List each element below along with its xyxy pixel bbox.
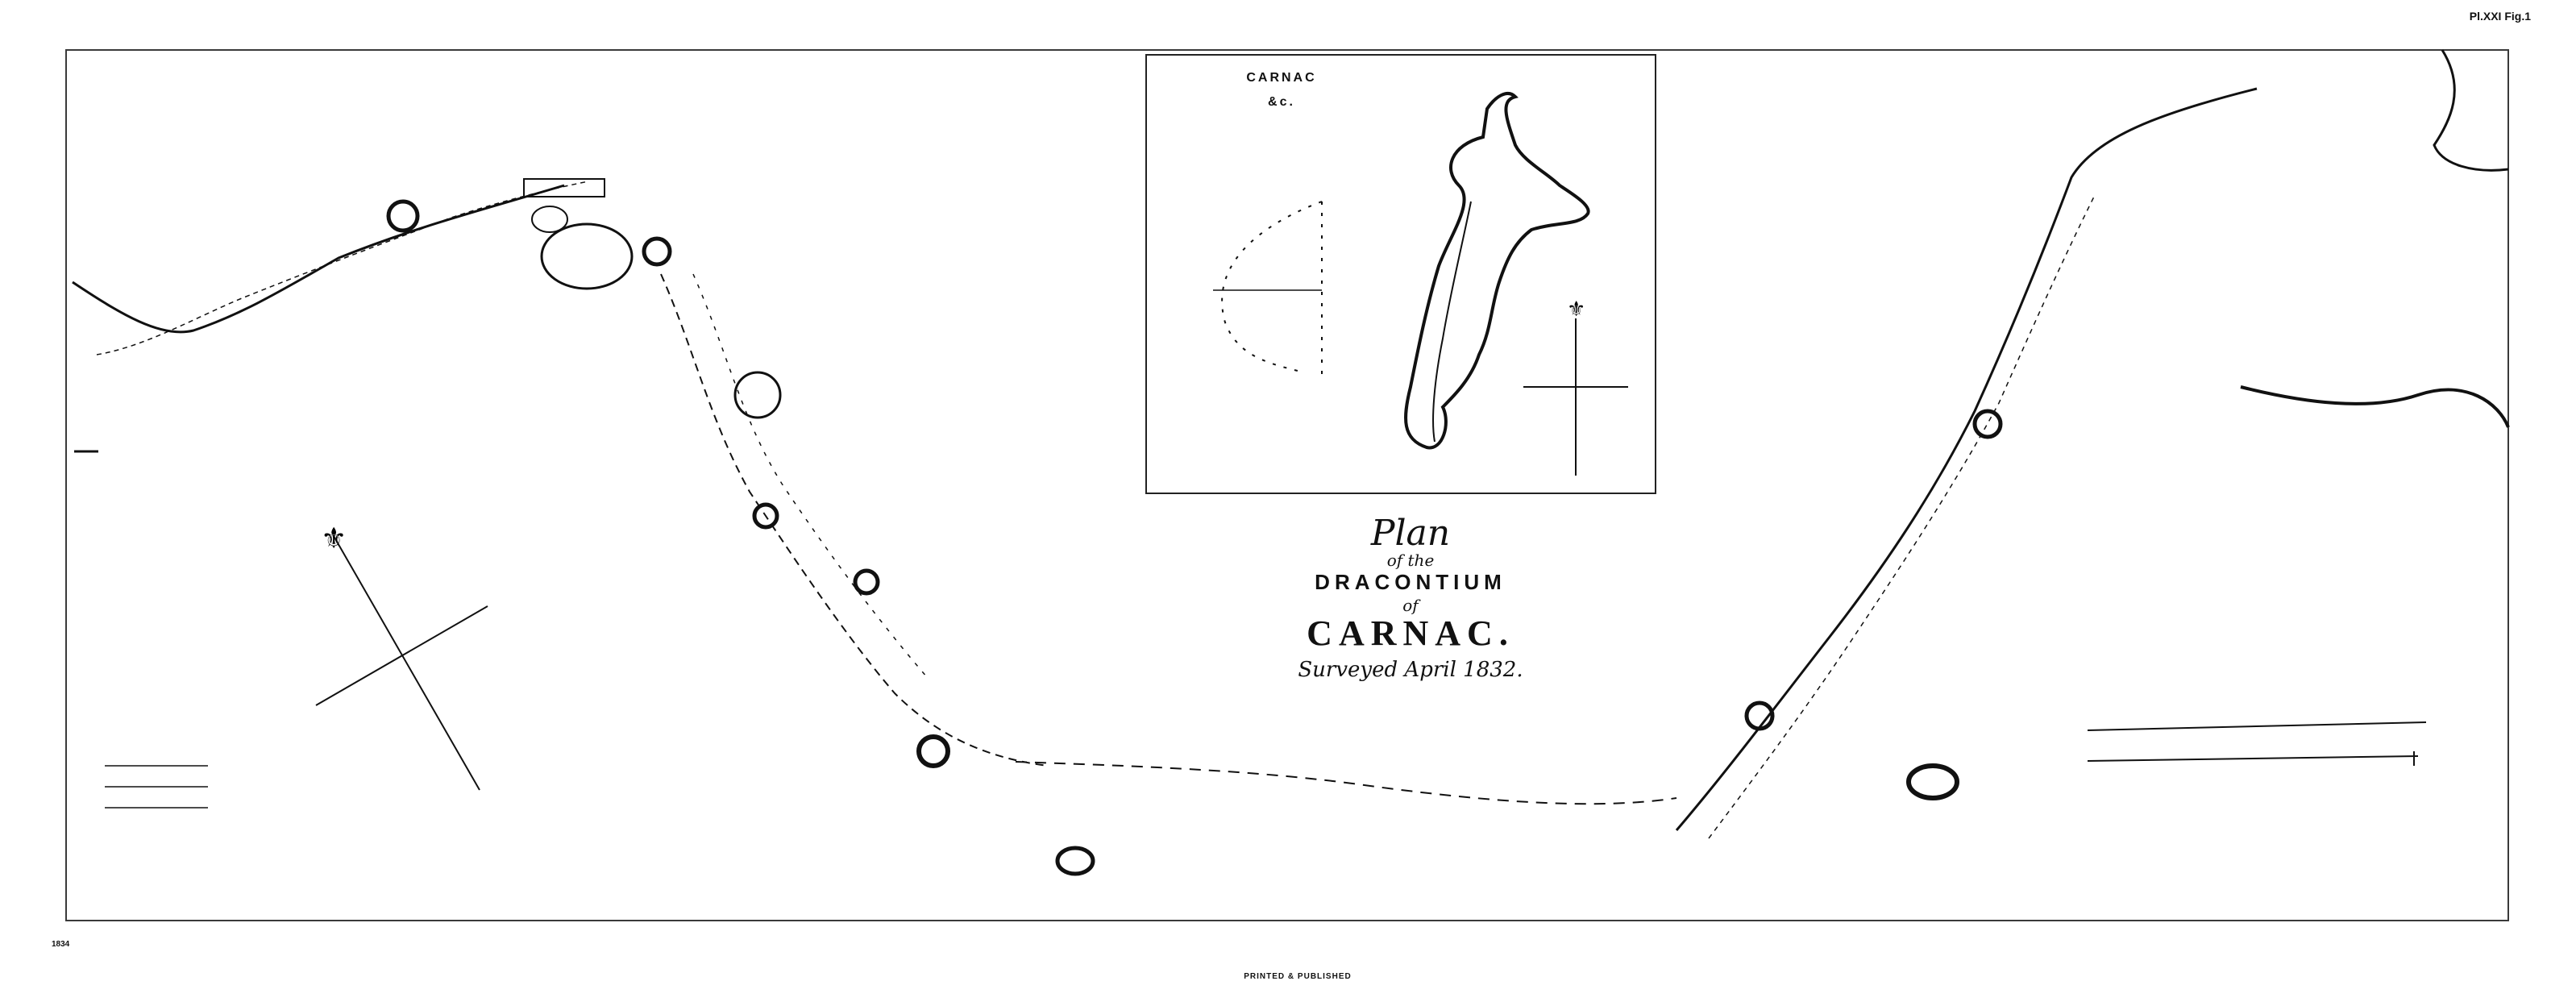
coastline-top-right <box>2433 49 2509 172</box>
tumulus-6 <box>1055 846 1095 876</box>
title-carnac: CARNAC. <box>1307 613 1514 653</box>
inset-title-line1: CARNAC <box>1246 71 1317 85</box>
inset-title-line2: &c. <box>1268 95 1295 110</box>
inset-title: CARNAC &c. <box>1185 66 1378 115</box>
coastline-right <box>2240 385 2510 428</box>
inset-coast-inner <box>1432 201 1472 443</box>
title-plan: Plan <box>1370 513 1451 554</box>
inset-dotted-arc <box>1221 201 1323 379</box>
avenue-left-north-row2 <box>96 181 589 355</box>
title-dracontium: DRACONTIUM <box>1315 570 1506 594</box>
avenue-end-enclosure <box>523 178 605 197</box>
cromlech-circle <box>733 371 782 419</box>
title-of-the: of the <box>1386 551 1435 570</box>
tumulus-5 <box>916 734 950 768</box>
title-of: of <box>1402 595 1419 615</box>
plate-number: Pl.XXI Fig.1 <box>2469 10 2531 23</box>
map-frame <box>65 49 2509 921</box>
imprint-line: PRINTED & PUBLISHED <box>1244 972 1352 981</box>
compass-fleur-icon: ⚜ <box>321 522 347 555</box>
tumulus-8 <box>1972 409 2003 439</box>
map-title: Plan of the DRACONTIUM of CARNAC. Survey… <box>1153 513 1668 683</box>
inset-peninsula <box>1404 92 1590 450</box>
avenue-west-arm-row2 <box>692 273 928 678</box>
compass-ns <box>333 535 480 791</box>
inset-fleur-icon: ⚜ <box>1567 297 1585 322</box>
pond-small <box>531 206 568 233</box>
tumulus-4 <box>853 568 880 596</box>
title-surveyed: Surveyed April 1832. <box>1298 658 1523 683</box>
scale-bar-2 <box>2087 755 2419 762</box>
tumulus-3 <box>752 502 779 530</box>
corner-mark: 1834 <box>52 940 70 949</box>
inset-frame <box>1145 54 1656 494</box>
pond-large <box>540 222 634 290</box>
avenue-west-arm <box>660 273 1049 767</box>
tumulus-1 <box>386 199 420 233</box>
compass-ew <box>315 605 488 706</box>
tumulus-9 <box>1906 763 1959 800</box>
avenue-south <box>1015 761 1677 805</box>
avenue-left-north <box>72 184 565 334</box>
avenue-east-arm <box>1675 87 2258 831</box>
avenue-east-arm-row2 <box>1708 193 2096 839</box>
tumulus-7 <box>1744 700 1775 731</box>
tumulus-2 <box>642 236 672 267</box>
scale-bar-1 <box>2087 721 2427 731</box>
